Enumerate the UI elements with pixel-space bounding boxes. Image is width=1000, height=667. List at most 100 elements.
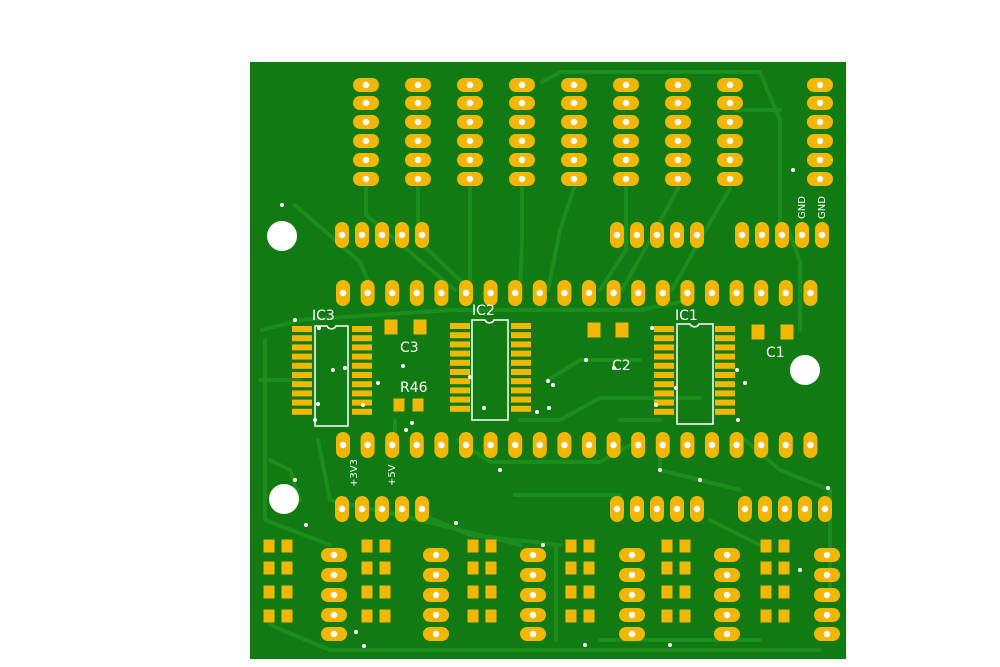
drill-hole bbox=[807, 441, 814, 449]
drill-hole bbox=[414, 81, 422, 89]
smd-pad bbox=[679, 585, 691, 599]
smd-pad bbox=[467, 585, 479, 599]
smd-pad bbox=[654, 381, 674, 388]
drill-hole bbox=[432, 611, 440, 619]
c2-label: C2 bbox=[612, 358, 631, 374]
copper-trace bbox=[428, 516, 562, 547]
drill-hole bbox=[512, 441, 519, 449]
drill-hole bbox=[414, 175, 422, 183]
drill-hole bbox=[561, 289, 568, 297]
drill-hole bbox=[816, 175, 824, 183]
v5-label: +5V bbox=[387, 464, 398, 486]
smd-pad bbox=[511, 378, 531, 385]
via-icon bbox=[546, 379, 550, 383]
ic3-label: IC3 bbox=[312, 308, 335, 324]
drill-hole bbox=[432, 551, 440, 559]
smd-pad bbox=[352, 390, 372, 397]
smd-pad bbox=[661, 585, 673, 599]
smd-pad bbox=[263, 561, 275, 575]
via-icon bbox=[361, 403, 365, 407]
drill-hole bbox=[466, 156, 474, 164]
smd-pad bbox=[352, 326, 372, 332]
drill-hole bbox=[726, 99, 734, 107]
smd-pad bbox=[715, 362, 735, 369]
copper-trace bbox=[540, 70, 782, 232]
drill-hole bbox=[570, 99, 578, 107]
drill-hole bbox=[653, 505, 661, 513]
smd-pad bbox=[751, 324, 765, 340]
smd-pad bbox=[467, 609, 479, 623]
drill-hole bbox=[378, 505, 386, 513]
smd-pad bbox=[292, 390, 312, 397]
drill-hole bbox=[466, 137, 474, 145]
mounting-hole-icon bbox=[269, 484, 299, 514]
drill-hole bbox=[622, 156, 630, 164]
drill-hole bbox=[518, 99, 526, 107]
drill-hole bbox=[708, 289, 716, 297]
via-icon bbox=[354, 630, 358, 634]
smd-pad bbox=[511, 359, 531, 366]
via-icon bbox=[826, 486, 830, 490]
drill-hole bbox=[633, 505, 641, 513]
drill-hole bbox=[330, 551, 338, 559]
drill-hole bbox=[723, 630, 731, 638]
smd-pad bbox=[778, 561, 790, 575]
drill-hole bbox=[622, 137, 630, 145]
via-icon bbox=[454, 521, 458, 525]
drill-hole bbox=[628, 630, 636, 638]
drill-hole bbox=[674, 137, 682, 145]
smd-pad bbox=[467, 561, 479, 575]
smd-pad bbox=[760, 585, 772, 599]
ic1-label: IC1 bbox=[675, 308, 698, 324]
drill-hole bbox=[801, 505, 809, 513]
drill-hole bbox=[364, 289, 371, 297]
drill-hole bbox=[518, 156, 526, 164]
via-icon bbox=[404, 428, 408, 432]
drill-hole bbox=[610, 289, 617, 297]
via-icon bbox=[401, 364, 405, 368]
copper-trace bbox=[546, 186, 576, 292]
drill-hole bbox=[466, 118, 474, 126]
drill-hole bbox=[330, 630, 338, 638]
drill-hole bbox=[529, 630, 537, 638]
drill-hole bbox=[462, 289, 470, 297]
smd-pad bbox=[565, 609, 577, 623]
mounting-hole-icon bbox=[267, 221, 297, 251]
drill-hole bbox=[628, 591, 636, 599]
drill-hole bbox=[726, 137, 734, 145]
drill-hole bbox=[674, 81, 682, 89]
smd-pad bbox=[511, 387, 531, 394]
drill-hole bbox=[613, 505, 621, 513]
via-icon bbox=[583, 643, 587, 647]
smd-pad bbox=[511, 405, 531, 412]
drill-hole bbox=[418, 505, 426, 513]
via-icon bbox=[468, 375, 472, 379]
drill-hole bbox=[628, 611, 636, 619]
copper-trace bbox=[268, 458, 302, 502]
smd-pad bbox=[654, 399, 674, 406]
via-icon bbox=[735, 368, 739, 372]
smd-pad bbox=[511, 332, 531, 339]
smd-pad bbox=[379, 585, 391, 599]
drill-hole bbox=[823, 591, 831, 599]
via-icon bbox=[304, 523, 308, 527]
smd-pad bbox=[760, 539, 772, 553]
drill-hole bbox=[674, 156, 682, 164]
smd-pad bbox=[292, 399, 312, 406]
drill-hole bbox=[673, 231, 681, 239]
drill-hole bbox=[462, 441, 470, 449]
smd-pad bbox=[654, 353, 674, 360]
drill-hole bbox=[339, 289, 347, 297]
drill-hole bbox=[635, 441, 642, 449]
smd-pad bbox=[679, 609, 691, 623]
smd-pad bbox=[352, 335, 372, 342]
smd-pad bbox=[352, 408, 372, 415]
drill-hole bbox=[778, 231, 786, 239]
drill-hole bbox=[726, 175, 734, 183]
drill-hole bbox=[758, 231, 766, 239]
smd-pad bbox=[583, 609, 595, 623]
smd-pad bbox=[384, 319, 398, 335]
copper-trace bbox=[263, 338, 332, 547]
smd-pad bbox=[450, 387, 470, 394]
smd-pad bbox=[292, 381, 312, 388]
